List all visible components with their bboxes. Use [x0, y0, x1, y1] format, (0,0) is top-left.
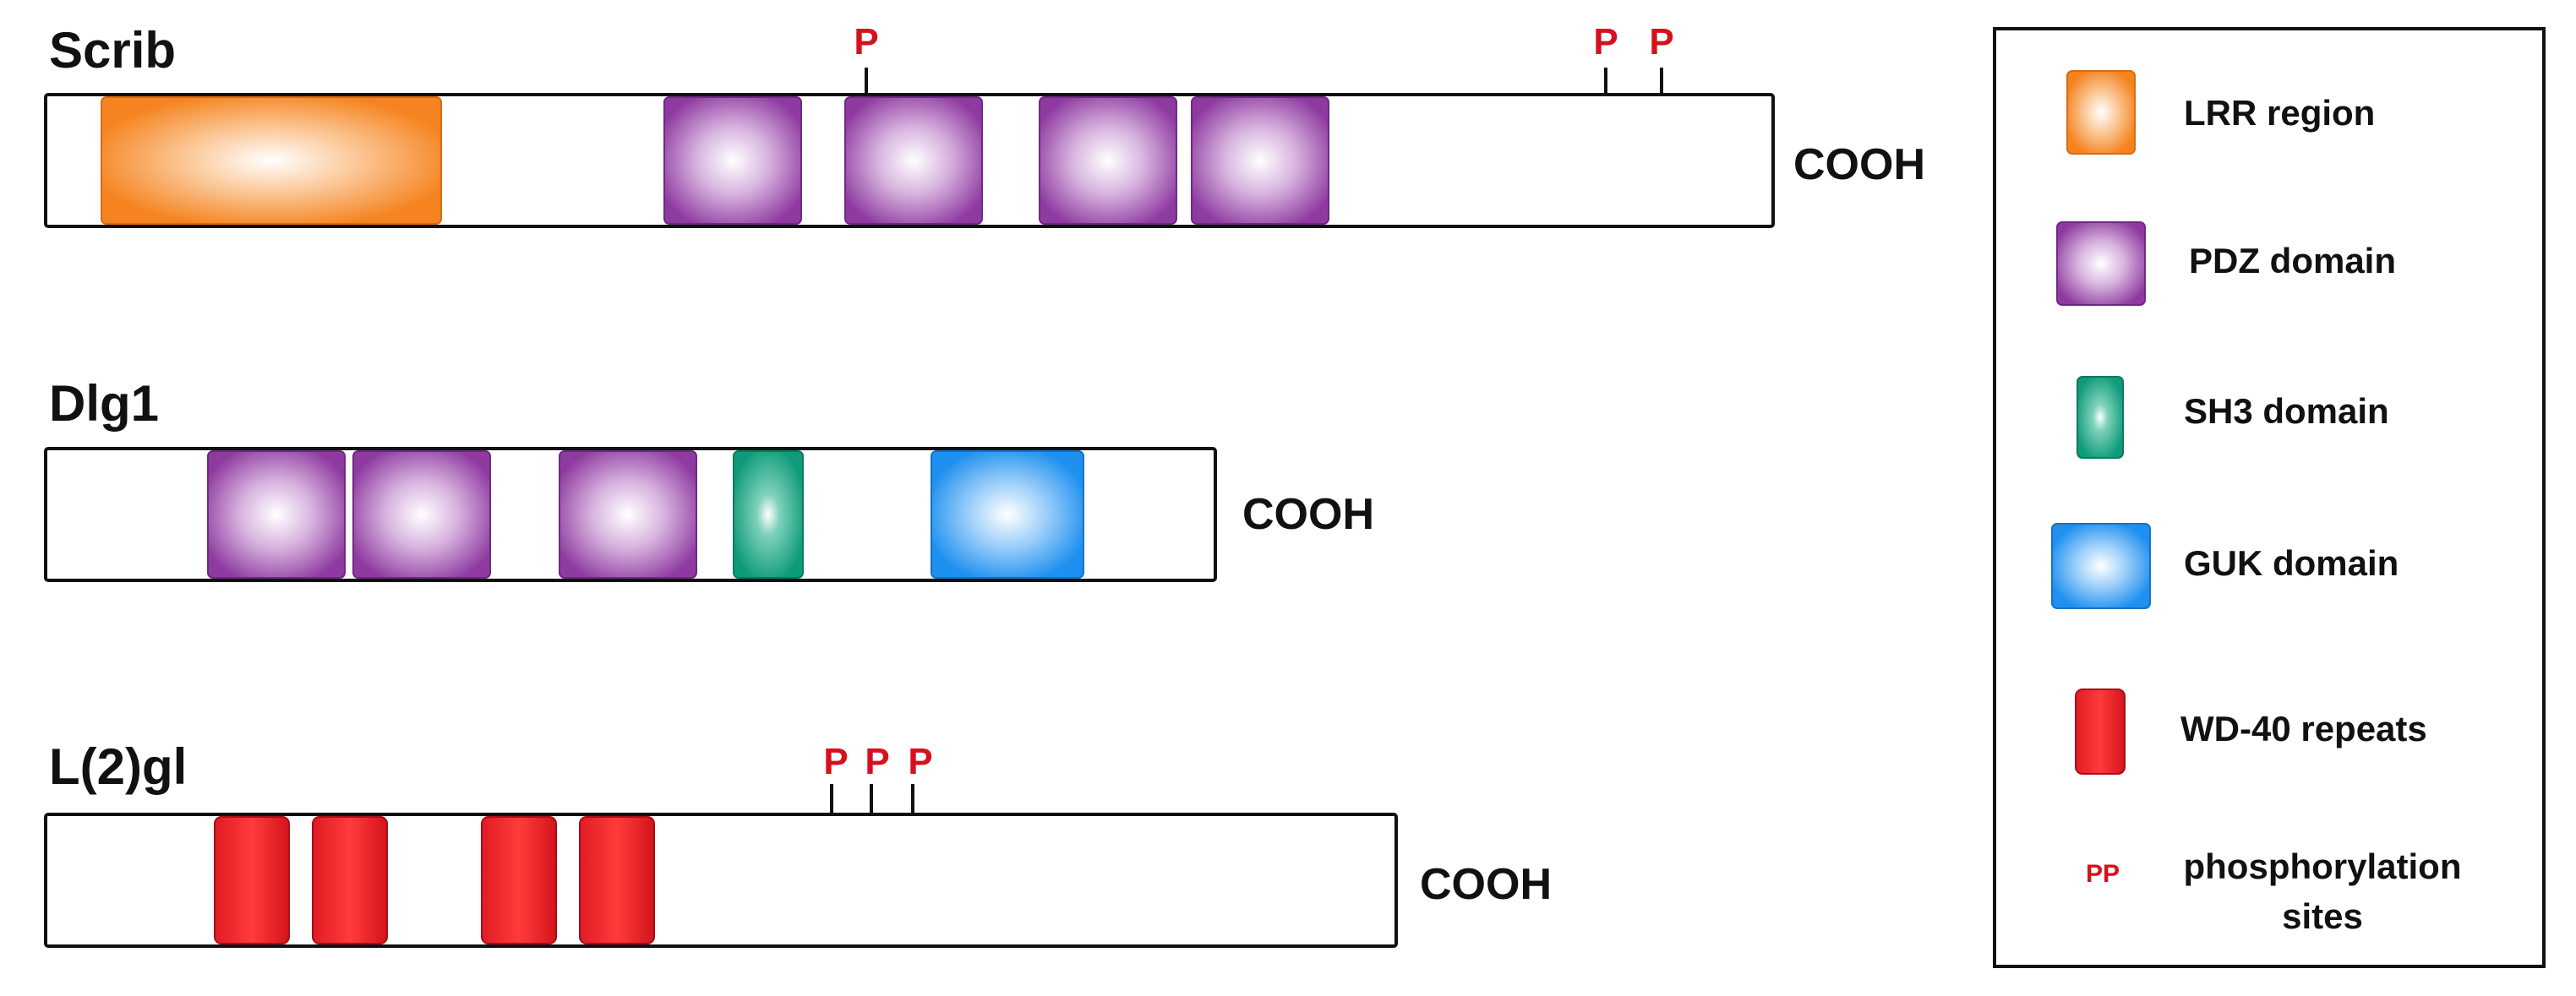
legend: LRR region PDZ domain SH3 domain GUK dom… [1993, 27, 2546, 968]
lrr-region-icon [2066, 70, 2136, 155]
protein-row-l2gl: L(2)gl COOH P P P [44, 738, 1552, 948]
cooh-terminus-label: COOH [1242, 490, 1374, 539]
guk-domain-icon [2051, 523, 2151, 609]
wd40-repeat [214, 816, 290, 944]
phosphorylation-site-icon: PP [2086, 860, 2120, 888]
wd40-repeat [481, 816, 557, 944]
sh3-domain [733, 450, 804, 579]
legend-label: phosphorylation [2184, 846, 2462, 886]
phosphorylation-site: P [1593, 21, 1618, 95]
lrr-region [101, 96, 442, 225]
wd40-repeat-icon [2075, 688, 2126, 775]
phospho-label: P [1593, 21, 1618, 63]
pdz-domain [844, 96, 983, 225]
wd40-repeat [579, 816, 655, 944]
legend-label: sites [2282, 896, 2363, 936]
protein-name-l2gl: L(2)gl [49, 738, 187, 795]
legend-label: WD-40 repeats [2180, 709, 2427, 748]
pdz-domain [207, 450, 346, 579]
legend-item-guk: GUK domain [2051, 523, 2399, 609]
sh3-domain-icon [2077, 376, 2124, 459]
pdz-domain [1039, 96, 1177, 225]
pdz-domain [559, 450, 697, 579]
pdz-domain-icon [2056, 221, 2146, 306]
phospho-label: P [1649, 21, 1673, 63]
pdz-domain [1191, 96, 1329, 225]
legend-label: PDZ domain [2189, 241, 2396, 280]
protein-name-scrib: Scrib [49, 22, 176, 79]
phospho-label: P [908, 741, 932, 782]
legend-item-sh3: SH3 domain [2077, 376, 2389, 459]
phosphorylation-site: P [908, 741, 933, 814]
legend-label: GUK domain [2184, 543, 2399, 583]
phospho-label: P [854, 21, 878, 63]
cooh-terminus-label: COOH [1793, 140, 1925, 189]
phosphorylation-site: P [1649, 21, 1674, 95]
phosphorylation-site: P [865, 741, 890, 814]
legend-item-lrr: LRR region [2066, 70, 2375, 155]
legend-item-pdz: PDZ domain [2056, 221, 2396, 306]
legend-label: SH3 domain [2184, 391, 2389, 431]
wd40-repeat [312, 816, 388, 944]
protein-name-dlg1: Dlg1 [49, 375, 159, 432]
phospho-label: P [823, 741, 848, 782]
protein-row-scrib: Scrib COOH P P P [44, 21, 1925, 228]
phosphorylation-site: P [823, 741, 849, 814]
pdz-domain [352, 450, 491, 579]
guk-domain [931, 450, 1084, 579]
phosphorylation-site: P [854, 21, 879, 95]
legend-item-phospho: PP phosphorylation sites [2086, 846, 2462, 936]
protein-row-dlg1: Dlg1 COOH [44, 375, 1374, 582]
cooh-terminus-label: COOH [1420, 860, 1552, 909]
legend-box [1993, 27, 2546, 968]
pdz-domain [663, 96, 802, 225]
legend-label: LRR region [2184, 93, 2375, 133]
phospho-label: P [865, 741, 889, 782]
legend-item-wd40: WD-40 repeats [2075, 688, 2427, 775]
